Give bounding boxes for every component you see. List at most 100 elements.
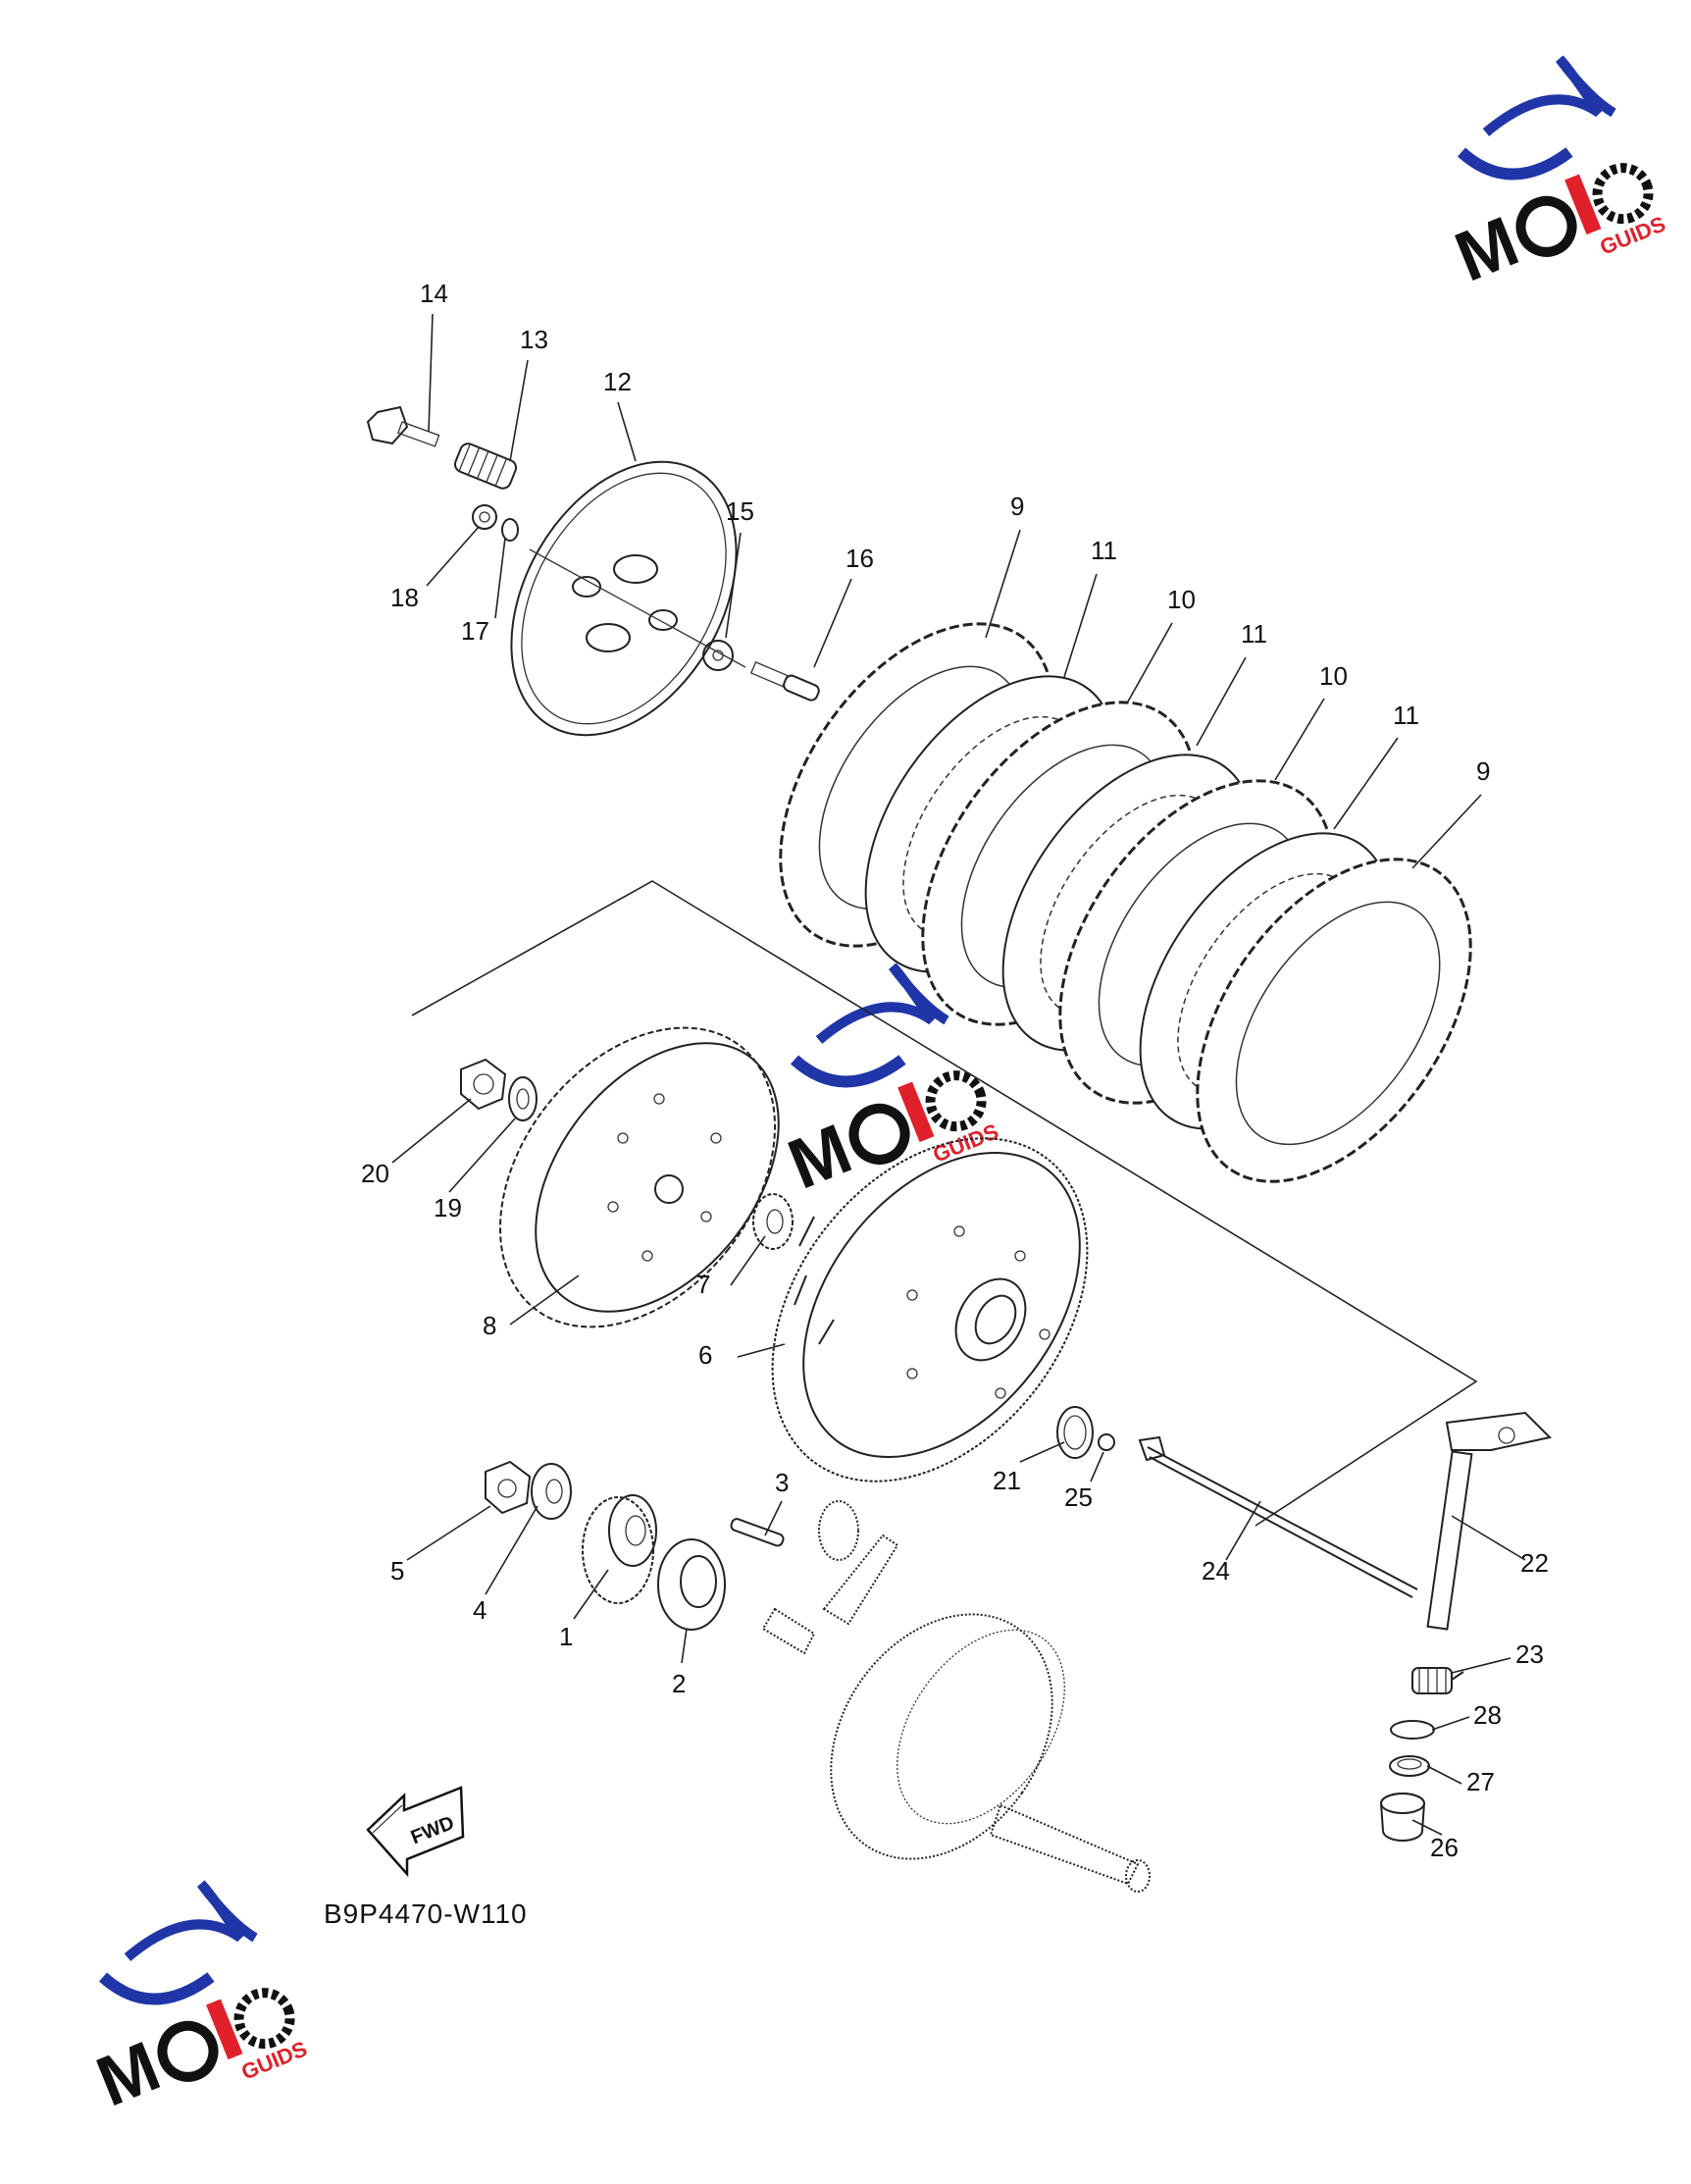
callout-number: 1: [559, 1622, 573, 1651]
callout-number: 5: [390, 1556, 404, 1586]
callout-leader: [1127, 622, 1173, 702]
callout-leader: [1451, 1657, 1512, 1674]
callout-leader: [985, 529, 1021, 639]
callout-leader: [1063, 573, 1098, 678]
callout-number: 23: [1515, 1639, 1544, 1669]
callout-number: 4: [473, 1595, 487, 1625]
part-8-clutch-boss: [498, 1026, 780, 1328]
callout-leader: [573, 1569, 609, 1620]
part-13-spring: [453, 442, 518, 490]
part-28-circlip: [1390, 1720, 1435, 1740]
part-5-nut: [485, 1460, 532, 1515]
part-12-pressure-plate: [510, 460, 746, 737]
callout-leader: [1333, 737, 1399, 830]
callout-leader: [485, 1505, 538, 1595]
part-7-thrust-washer: [752, 1193, 794, 1250]
callout-number: 3: [775, 1468, 789, 1497]
callout-leader: [391, 1098, 472, 1164]
callout-number: 22: [1520, 1548, 1549, 1578]
part-18-collar: [472, 504, 497, 530]
callout-number: 28: [1473, 1700, 1502, 1730]
part-25-ball: [1098, 1433, 1115, 1451]
svg-text:M: M: [778, 1110, 862, 1205]
callout-number: 17: [461, 616, 489, 646]
callout-leader: [428, 313, 434, 433]
part-2-collar: [657, 1538, 726, 1631]
callout-number: 10: [1319, 661, 1348, 691]
callout-number: 10: [1167, 585, 1196, 614]
callout-leader: [448, 1118, 516, 1193]
callout-leader: [1411, 794, 1482, 869]
callout-leader: [406, 1505, 491, 1561]
part-20-nut: [460, 1058, 507, 1111]
callout-leader: [1451, 1515, 1526, 1561]
callout-leader: [1090, 1451, 1104, 1482]
clutch-plate-stack: [779, 622, 1472, 1183]
part-27-oil-seal: [1389, 1755, 1430, 1777]
callout-leader: [681, 1628, 688, 1664]
callout-leader: [1196, 656, 1247, 747]
part-6-clutch-housing: [771, 1137, 1089, 1482]
callout-number: 11: [1091, 536, 1117, 565]
part-21-washer: [1056, 1406, 1094, 1459]
callout-leader: [730, 1235, 766, 1286]
callout-number: 6: [698, 1340, 712, 1370]
moto-guids-logo-top-right: M GUIDS: [1445, 55, 1668, 297]
callout-number: 14: [420, 279, 448, 308]
callout-number: 16: [846, 544, 874, 573]
callout-number: 26: [1430, 1833, 1459, 1862]
callout-number: 9: [1010, 492, 1024, 521]
callout-number: 27: [1466, 1767, 1495, 1796]
callout-leader: [1431, 1716, 1470, 1731]
callout-leader: [1225, 1500, 1261, 1561]
callout-number: 13: [520, 325, 548, 354]
part-19-lock-washer: [508, 1076, 538, 1121]
callout-leader: [737, 1343, 786, 1358]
part-22-push-lever-shaft: [1426, 1411, 1553, 1631]
part-24-push-rod: [1138, 1435, 1418, 1598]
callout-number: 2: [672, 1669, 686, 1698]
svg-text:M: M: [86, 2027, 171, 2122]
callout-leader: [426, 526, 480, 587]
part-16-push-rod: [749, 661, 820, 702]
callout-number: 21: [993, 1466, 1021, 1495]
clutch-pack-frame: [411, 880, 1478, 1527]
crankshaft-assembly: [761, 1500, 1151, 1893]
callout-leader: [1411, 1819, 1443, 1836]
part-23-return-spring: [1411, 1667, 1464, 1694]
part-26-bearing: [1379, 1793, 1426, 1842]
callout-number: 9: [1476, 756, 1490, 786]
callout-number: 8: [483, 1311, 496, 1340]
part-4-washer: [531, 1463, 572, 1520]
part-15-washer: [702, 640, 734, 671]
forward-direction-icon: FWD: [366, 1786, 465, 1878]
callout-number: 11: [1393, 701, 1419, 730]
logo-text-m: M: [1445, 202, 1529, 297]
part-1-primary-drive-gear: [582, 1494, 657, 1604]
friction-plate: [1196, 858, 1472, 1183]
callout-number: 12: [603, 367, 632, 396]
callout-number: 15: [726, 496, 754, 526]
callout-number: 19: [434, 1193, 462, 1222]
callout-leader: [813, 578, 852, 668]
callout-number: 20: [361, 1159, 389, 1188]
part-14-bolt: [366, 405, 440, 447]
callout-labels: 1234567899101011111112131415161718192021…: [361, 279, 1549, 1862]
plate-inner-ring: [1235, 901, 1441, 1146]
callout-leader: [509, 1274, 580, 1326]
callout-leader: [725, 532, 742, 639]
callout-number: 24: [1202, 1556, 1230, 1586]
callout-leader: [1274, 698, 1325, 781]
callout-number: 11: [1241, 619, 1267, 649]
callout-leader: [764, 1500, 783, 1536]
callout-leader: [494, 537, 506, 619]
callout-number: 18: [390, 583, 419, 612]
callout-leader: [509, 359, 529, 462]
callout-number: 7: [696, 1270, 710, 1299]
callout-leader: [1019, 1441, 1065, 1463]
callout-leader: [1426, 1765, 1462, 1785]
part-3-key: [730, 1518, 785, 1547]
callout-number: 25: [1064, 1482, 1093, 1512]
